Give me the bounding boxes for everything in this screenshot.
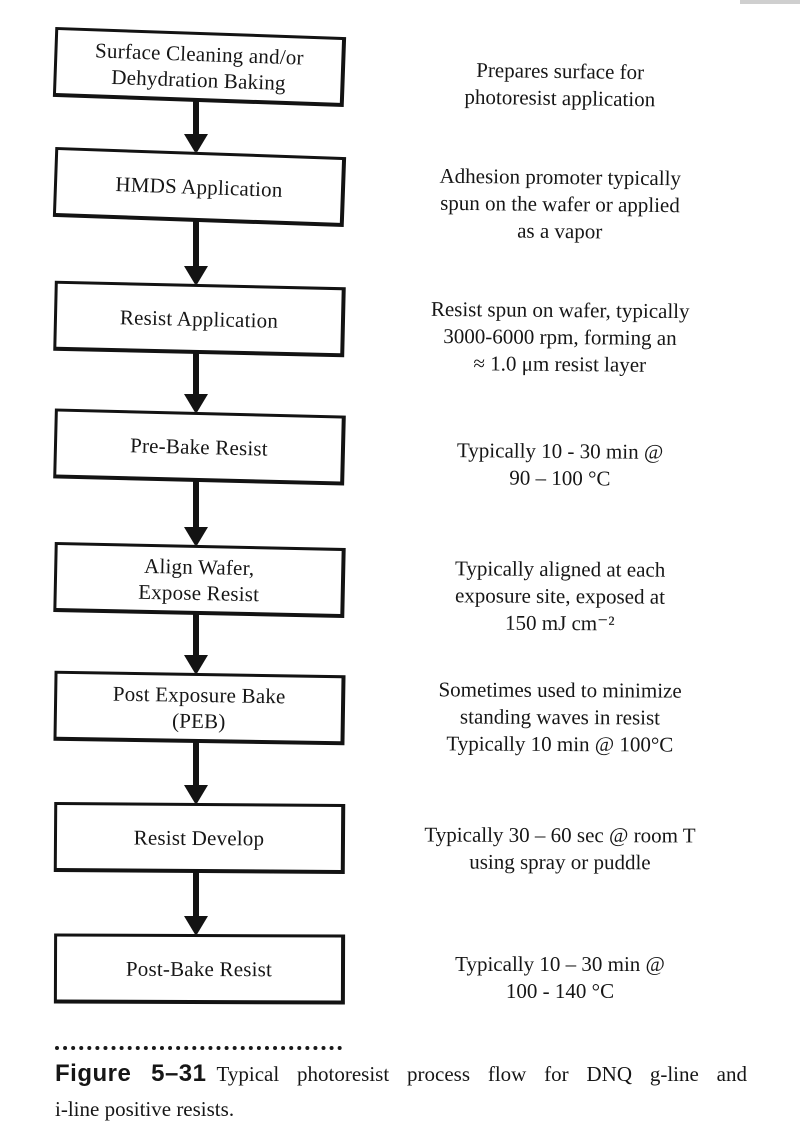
flow-step-label: Post Exposure Bake (PEB) bbox=[112, 681, 286, 733]
flow-step-label: Resist Application bbox=[119, 304, 279, 333]
flow-step-align-expose: Align Wafer, Expose Resist bbox=[53, 541, 346, 619]
arrow-stem bbox=[193, 220, 199, 266]
arrow-stem bbox=[193, 100, 199, 134]
arrow-head-icon bbox=[184, 394, 208, 414]
step-description-resist-application: Resist spun on wafer, typically 3000-600… bbox=[430, 296, 690, 377]
caption-text-line: i-line positive resists. bbox=[55, 1097, 235, 1121]
flow-step-label: Align Wafer, Expose Resist bbox=[137, 553, 260, 606]
arrow-head-icon bbox=[184, 916, 208, 936]
flow-step-hmds-application: HMDS Application bbox=[52, 146, 347, 228]
flow-step-label: Pre-Bake Resist bbox=[129, 432, 269, 461]
step-description-align-expose: Typically aligned at each exposure site,… bbox=[454, 556, 666, 636]
arrow-stem bbox=[193, 613, 199, 655]
flow-step-label: Post-Bake Resist bbox=[125, 956, 273, 981]
flow-step-post-bake-resist: Post-Bake Resist bbox=[53, 933, 346, 1005]
step-description-develop: Typically 30 – 60 sec @ room T using spr… bbox=[424, 822, 696, 875]
arrow-head-icon bbox=[184, 134, 208, 154]
down-arrow bbox=[184, 871, 208, 936]
down-arrow bbox=[184, 100, 208, 154]
flow-step-label: HMDS Application bbox=[115, 171, 283, 202]
figure-caption: Figure 5–31 Typical photoresist process f… bbox=[55, 1056, 747, 1127]
caption-dotted-divider bbox=[55, 1046, 342, 1050]
arrow-stem bbox=[193, 871, 199, 916]
scan-edge-artifact bbox=[740, 0, 800, 4]
arrow-stem bbox=[193, 480, 199, 527]
flow-step-surface-cleaning: Surface Cleaning and/or Dehydration Baki… bbox=[52, 26, 347, 108]
step-description-pre-bake: Typically 10 - 30 min @ 90 – 100 °C bbox=[456, 438, 664, 491]
flow-step-resist-application: Resist Application bbox=[53, 280, 346, 358]
down-arrow bbox=[184, 352, 208, 414]
down-arrow bbox=[184, 613, 208, 675]
arrow-head-icon bbox=[184, 655, 208, 675]
arrow-head-icon bbox=[184, 527, 208, 547]
caption-text-line: Figure 5–31 Typical photoresist process f… bbox=[55, 1056, 747, 1092]
down-arrow bbox=[184, 220, 208, 286]
flow-step-label: Surface Cleaning and/or Dehydration Baki… bbox=[94, 37, 305, 95]
arrow-head-icon bbox=[184, 785, 208, 805]
flow-step-resist-develop: Resist Develop bbox=[53, 801, 346, 875]
arrow-stem bbox=[193, 352, 199, 394]
figure-number-label: Figure 5–31 bbox=[55, 1060, 207, 1087]
flow-step-pre-bake-resist: Pre-Bake Resist bbox=[53, 408, 346, 486]
arrow-head-icon bbox=[184, 266, 208, 286]
step-description-surface-cleaning: Prepares surface for photoresist applica… bbox=[464, 57, 656, 112]
step-description-post-bake: Typically 10 – 30 min @ 100 - 140 °C bbox=[455, 952, 665, 1003]
flow-step-post-exposure-bake: Post Exposure Bake (PEB) bbox=[53, 670, 346, 746]
flow-step-label: Resist Develop bbox=[133, 825, 265, 850]
down-arrow bbox=[184, 741, 208, 805]
arrow-stem bbox=[193, 741, 199, 785]
down-arrow bbox=[184, 480, 208, 547]
caption-text: Typical photoresist process flow for DNQ… bbox=[216, 1062, 748, 1086]
step-description-hmds: Adhesion promoter typically spun on the … bbox=[439, 163, 682, 244]
step-description-peb: Sometimes used to minimize standing wave… bbox=[438, 677, 682, 757]
